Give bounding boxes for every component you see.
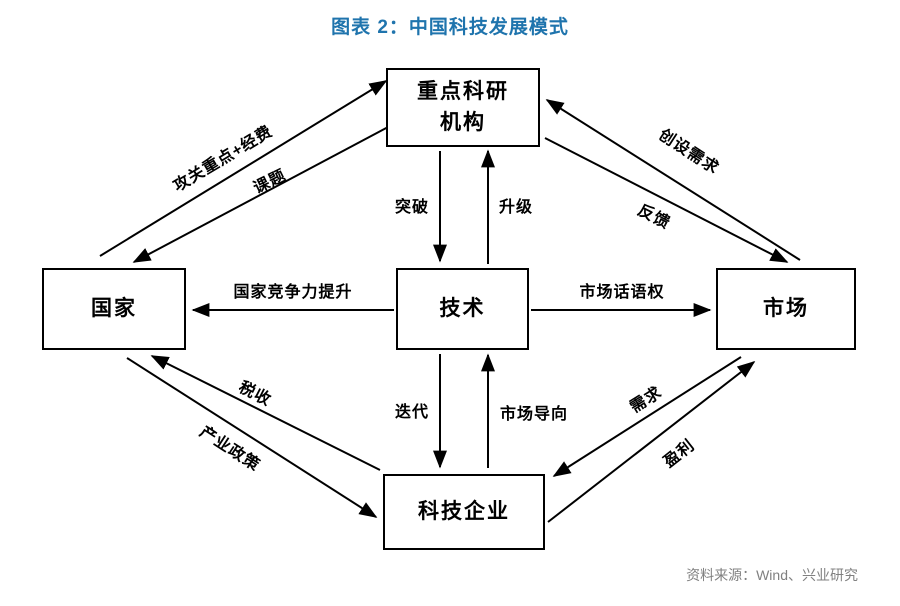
chart-title: 图表 2：中国科技发展模式 [331,17,569,38]
edge-label-iteration: 迭代 [394,404,430,421]
edge-label-competitiveness: 国家竞争力提升 [233,284,353,301]
edge-industrial-policy [126,357,378,518]
edge-demand [552,356,742,477]
edge-create-demand [545,99,801,261]
edge-topics [132,125,391,263]
edge-label-breakthrough: 突破 [394,199,430,216]
node-institute: 重点科研 机构 [386,68,540,147]
source-note: 资料来源：Wind、兴业研究 [686,567,858,583]
edge-label-upgrade: 升级 [498,199,534,216]
edge-label-market-orientation: 市场导向 [499,406,569,423]
node-market: 市场 [716,268,856,350]
node-tech: 技术 [396,268,529,350]
edge-feedback [544,137,789,263]
edge-funding [99,80,388,257]
edge-label-market-power: 市场话语权 [579,284,665,301]
edge-tax [150,355,381,471]
node-enterprise: 科技企业 [383,474,545,550]
node-nation: 国家 [42,268,186,350]
edge-profit [547,361,756,523]
